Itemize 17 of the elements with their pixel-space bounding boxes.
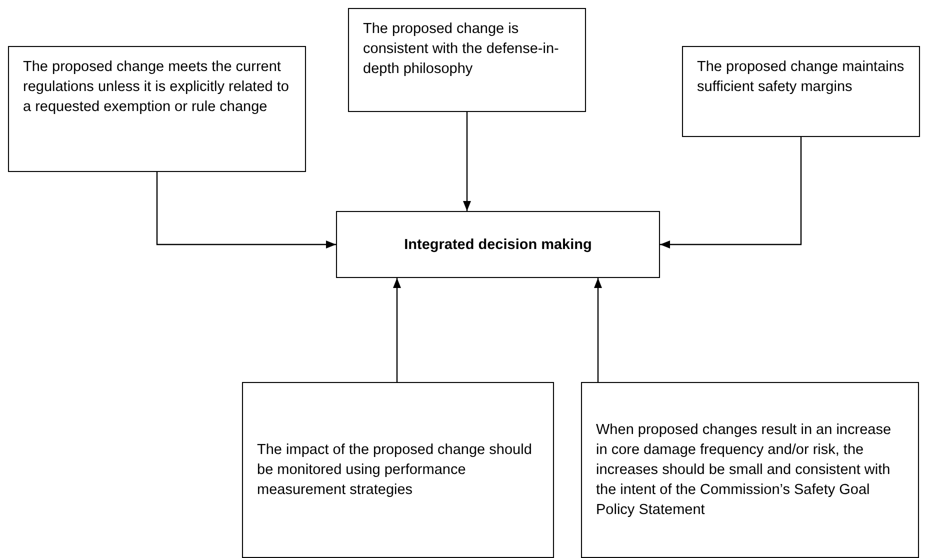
box-text: The impact of the proposed change should be monitored using performance measurement strategies bbox=[257, 441, 533, 500]
box-text: When proposed changes result in an increase in core damage frequency and/or risk, the increases should be small and consistent with the intent of the Commission’s Safety Goal Policy Statement bbox=[596, 421, 892, 520]
arrow bbox=[156, 172, 336, 248]
box-text: The proposed change is consistent with the defense-in-depth philosophy bbox=[363, 20, 560, 79]
criterion-box bbox=[242, 382, 554, 558]
box-text: The proposed change meets the current regulations unless it is explicitly related to a requested exemption or rule change bbox=[23, 58, 290, 117]
decision-box bbox=[336, 211, 660, 278]
criterion-box bbox=[8, 46, 306, 172]
arrow bbox=[594, 278, 602, 382]
criterion-box bbox=[581, 382, 919, 558]
criterion-box bbox=[682, 46, 920, 137]
box-text: Integrated decision making bbox=[404, 236, 592, 254]
arrow bbox=[660, 137, 802, 248]
arrow bbox=[463, 112, 471, 211]
arrow bbox=[393, 278, 401, 382]
box-text: The proposed change maintains sufficient safety margins bbox=[697, 58, 905, 97]
criterion-box bbox=[348, 8, 586, 112]
